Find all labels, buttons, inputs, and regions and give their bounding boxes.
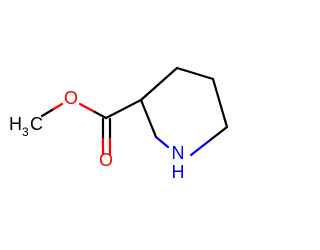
bond-c5-n-nitrogen <box>189 139 211 157</box>
oxygen-carbonyl-label: O <box>99 150 113 170</box>
nh-hydrogen-label: H <box>172 162 185 182</box>
molecule-diagram: O O N H H 3 C <box>9 66 229 182</box>
bond-c2-c3 <box>139 66 179 102</box>
bond-c5-n-carbon <box>207 125 229 143</box>
methyl-subscript: 3 <box>22 125 29 139</box>
bond-c4-c5 <box>211 77 229 129</box>
oxygen-ester-label: O <box>64 88 78 108</box>
bond-c-oester-carbon <box>91 109 108 120</box>
bond-c-oester-oxygen <box>78 102 95 113</box>
bond-n-c2-carbon <box>139 98 158 139</box>
bond-oester-methyl-oxygen <box>50 102 64 112</box>
nitrogen-label: N <box>172 143 185 163</box>
bond-c3-c4 <box>175 66 215 81</box>
methyl-h-label: H <box>9 114 22 134</box>
bond-c2-carbonyl <box>104 98 143 120</box>
bond-n-c2-nitrogen <box>154 135 170 149</box>
methyl-c-label: C <box>30 114 43 134</box>
bond-oester-methyl-carbon <box>40 108 54 118</box>
